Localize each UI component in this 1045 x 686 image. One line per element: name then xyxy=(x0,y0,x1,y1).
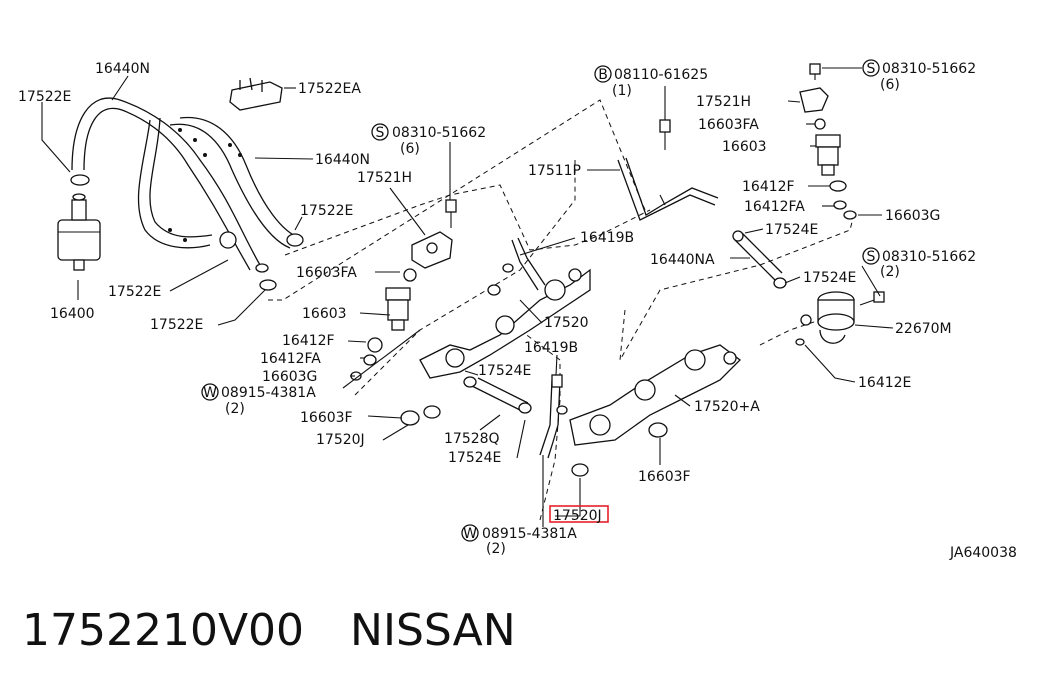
injector-left xyxy=(350,268,417,381)
symbol-markers: S W W B S S xyxy=(201,59,880,542)
label-17524E-r1: 17524E xyxy=(765,222,818,238)
hose-16440N-mid xyxy=(168,116,301,249)
diagram-reference-code: JA640038 xyxy=(949,545,1017,561)
tube-17511P xyxy=(617,157,719,221)
highlight-box xyxy=(549,505,609,523)
label-17521H-right: 17521H xyxy=(696,94,751,110)
label-16603-right: 16603 xyxy=(722,139,767,155)
part-labels: 16440N 17522E 17522EA 16440N 17522E 1752… xyxy=(18,61,1017,561)
fuel-rail-17520A xyxy=(569,344,741,446)
label-22670M: 22670M xyxy=(895,321,952,337)
label-17511P: 17511P xyxy=(528,163,581,179)
label-17522E-tl: 17522E xyxy=(18,89,71,105)
pressure-regulator-22670M xyxy=(795,291,885,346)
label-w2-qty: (2) xyxy=(486,541,506,557)
label-16419B-top: 16419B xyxy=(580,230,634,246)
label-w2: 08915-4381A xyxy=(482,526,577,542)
label-w1: 08915-4381A xyxy=(221,385,316,401)
fuel-damper-16400 xyxy=(57,193,101,271)
label-w1-qty: (2) xyxy=(225,401,245,417)
bolt-right-top xyxy=(809,63,821,80)
parts-diagram: S W W B S S 16440N 17522E 17522EA 16440N… xyxy=(18,59,1017,561)
hose-16440N-top xyxy=(71,97,261,271)
label-bolt-s2-qty: (6) xyxy=(880,77,900,93)
label-16603G-right: 16603G xyxy=(885,208,940,224)
label-17522E-mid: 17522E xyxy=(300,203,353,219)
spacers-16603F xyxy=(400,263,668,477)
tube-17528Q xyxy=(463,376,532,414)
leader-lines xyxy=(41,67,894,527)
clip-17522EA xyxy=(229,77,283,111)
label-bolt-s2: 08310-51662 xyxy=(882,61,976,77)
bolt-left xyxy=(445,199,457,228)
label-16603-left: 16603 xyxy=(302,306,347,322)
label-16412F-right: 16412F xyxy=(742,179,795,195)
label-16603FA-left: 16603FA xyxy=(296,265,357,281)
symbol-b-1: B xyxy=(598,67,608,83)
label-17524E-mid: 17524E xyxy=(478,363,531,379)
label-bolt-s3: 08310-51662 xyxy=(882,249,976,265)
label-16440N-mid: 16440N xyxy=(315,152,370,168)
fuel-rail-17520 xyxy=(419,268,591,379)
symbol-s-1: S xyxy=(376,125,385,141)
label-17520: 17520 xyxy=(544,315,589,331)
label-16603FA-right: 16603FA xyxy=(698,117,759,133)
label-17521H-left: 17521H xyxy=(357,170,412,186)
label-16412F-left: 16412F xyxy=(282,333,335,349)
brand-name: NISSAN xyxy=(350,604,516,656)
hose-clamps xyxy=(70,174,304,291)
label-17520J-left: 17520J xyxy=(316,432,365,448)
label-16412FA-left: 16412FA xyxy=(260,351,321,367)
symbol-w-1: W xyxy=(203,385,217,401)
label-bolt-s1-qty: (6) xyxy=(400,141,420,157)
injector-bracket-17521H-left xyxy=(411,231,453,269)
label-17522E-b2: 17522E xyxy=(150,317,203,333)
label-16603F-left: 16603F xyxy=(300,410,353,426)
label-17524E-r2: 17524E xyxy=(803,270,856,286)
label-16419B-mid: 16419B xyxy=(524,340,578,356)
label-17520J-highlighted: 17520J xyxy=(553,508,602,524)
label-16440N-top: 16440N xyxy=(95,61,150,77)
injector-right xyxy=(814,118,857,220)
tube-16419B xyxy=(511,237,561,459)
label-16412FA-right: 16412FA xyxy=(744,199,805,215)
footer: 1752210V00 NISSAN xyxy=(22,595,516,665)
symbol-s-3: S xyxy=(867,249,876,265)
label-16400: 16400 xyxy=(50,306,95,322)
label-17524E-low: 17524E xyxy=(448,450,501,466)
label-16603G-left: 16603G xyxy=(262,369,317,385)
label-bolt-s1: 08310-51662 xyxy=(392,125,486,141)
symbol-s-2: S xyxy=(867,61,876,77)
label-17520A: 17520+A xyxy=(694,399,760,415)
label-17522E-bl: 17522E xyxy=(108,284,161,300)
label-bolt-s3-qty: (2) xyxy=(880,264,900,280)
symbol-w-2: W xyxy=(463,526,477,542)
part-number: 1752210V00 xyxy=(22,604,305,656)
label-16440NA: 16440NA xyxy=(650,252,715,268)
label-b1-qty: (1) xyxy=(612,83,632,99)
label-16603F-right: 16603F xyxy=(638,469,691,485)
tube-16440NA xyxy=(732,230,787,289)
label-17522EA: 17522EA xyxy=(298,81,361,97)
label-b1: 08110-61625 xyxy=(614,67,708,83)
label-17528Q: 17528Q xyxy=(444,431,500,447)
label-16412E: 16412E xyxy=(858,375,911,391)
injector-bracket-17521H-right xyxy=(799,87,829,113)
